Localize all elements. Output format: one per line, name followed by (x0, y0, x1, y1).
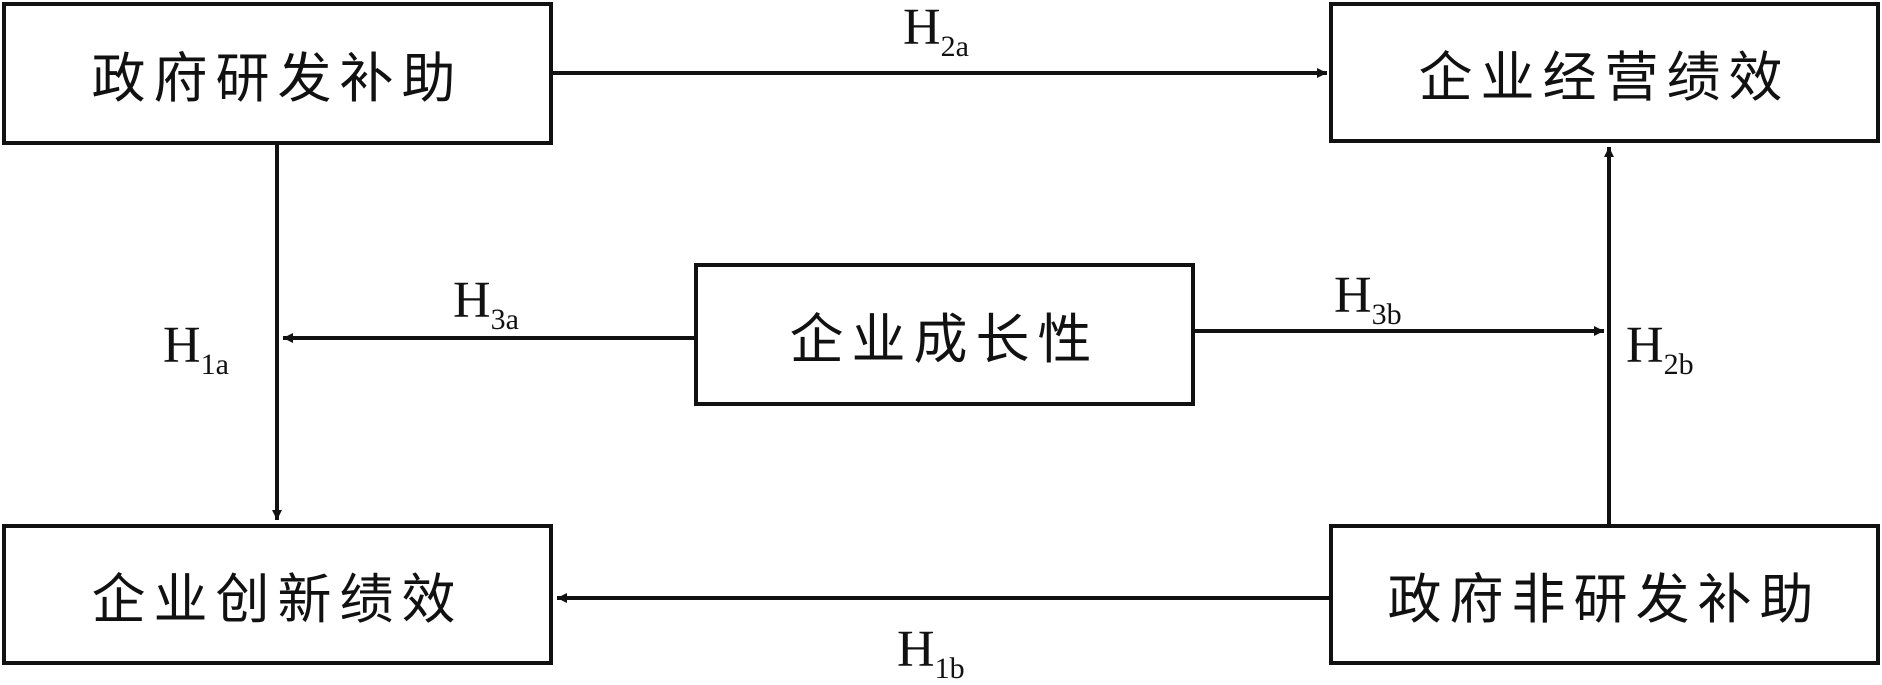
label-h3a: H3a (453, 272, 519, 335)
label-h1a-main: H (163, 317, 201, 374)
label-h1b-main: H (897, 621, 935, 678)
label-h2b-main: H (1626, 317, 1664, 374)
label-h2a-main: H (903, 0, 941, 56)
label-h3b-main: H (1334, 267, 1372, 324)
node-enterprise-innovation-performance: 企业创新绩效 (2, 524, 553, 665)
label-h1a-sub: 1a (200, 348, 229, 381)
label-h1b: H1b (897, 621, 965, 684)
label-h2b-sub: 2b (1663, 348, 1694, 381)
label-h2a: H2a (903, 0, 969, 62)
node-gov-non-rd-subsidy: 政府非研发补助 (1329, 524, 1880, 665)
label-h2a-sub: 2a (940, 30, 969, 63)
node-gov-rd-subsidy: 政府研发补助 (2, 2, 553, 145)
node-enterprise-growth: 企业成长性 (694, 263, 1195, 406)
label-h3a-main: H (453, 272, 491, 329)
label-h3b: H3b (1334, 267, 1402, 330)
label-h1a: H1a (163, 317, 229, 380)
label-h1b-sub: 1b (934, 652, 965, 685)
label-h3b-sub: 3b (1371, 298, 1402, 331)
label-h3a-sub: 3a (490, 303, 519, 336)
node-enterprise-operating-performance: 企业经营绩效 (1329, 2, 1880, 143)
label-h2b: H2b (1626, 317, 1694, 380)
